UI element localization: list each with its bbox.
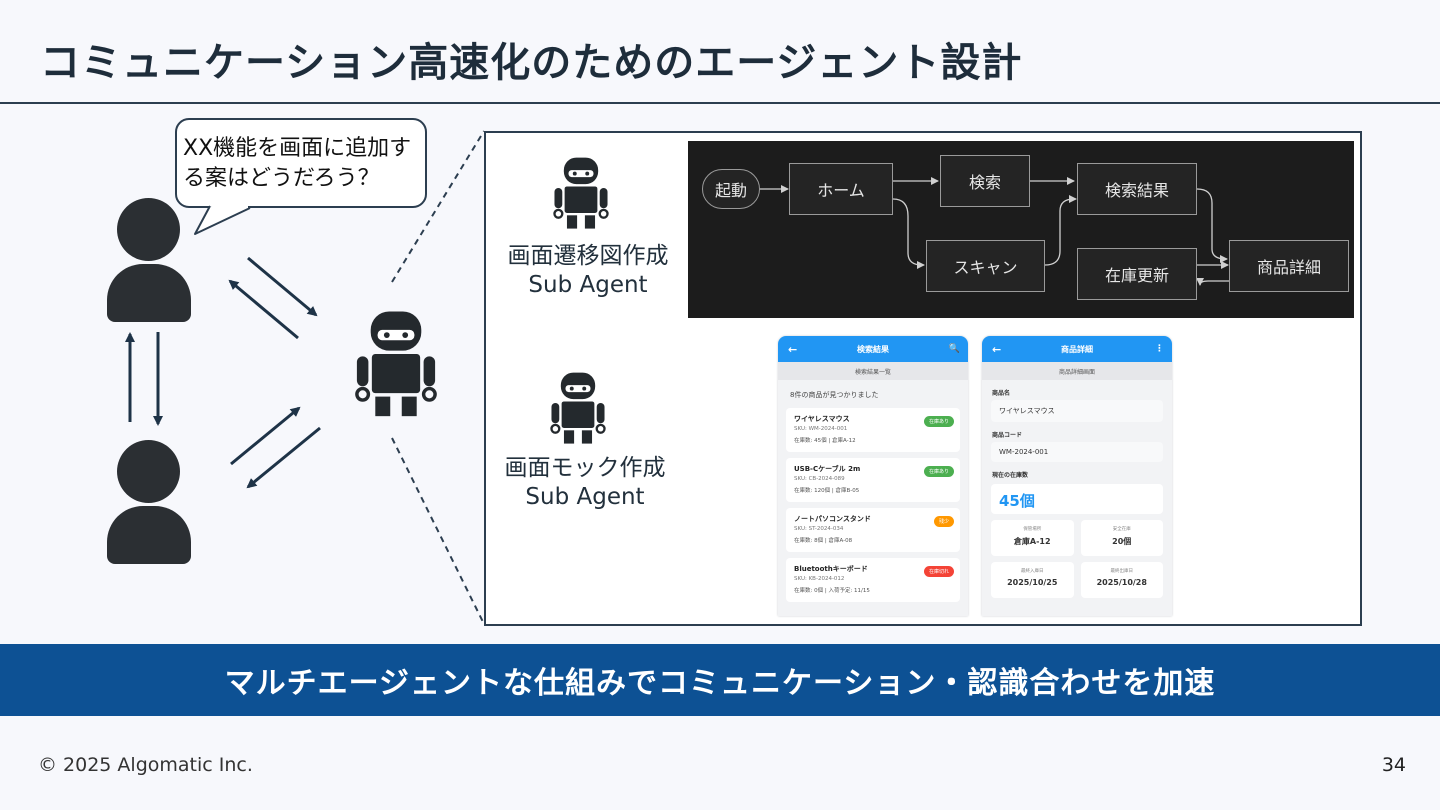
dashed-line [392, 438, 484, 624]
sub-agent-robot-icon [551, 373, 604, 444]
status-badge: 残少 [934, 516, 954, 527]
flow-node-detail: 商品詳細 [1229, 240, 1349, 292]
field-label: 現在の在庫数 [982, 462, 1172, 482]
mock-subtitle: 商品詳細画面 [982, 362, 1172, 380]
back-arrow-icon: ← [788, 343, 797, 356]
sub-agent-label: 画面モック作成 Sub Agent [500, 454, 670, 512]
back-arrow-icon: ← [992, 343, 1001, 356]
field-label: 商品コード [982, 422, 1172, 442]
flow-node-start: 起動 [702, 169, 760, 209]
flow-node-search: 検索 [940, 155, 1030, 207]
flow-node-stock-update: 在庫更新 [1077, 248, 1197, 300]
main-agent-robot-icon [357, 312, 435, 417]
agent-role: Sub Agent [500, 483, 670, 512]
info-cell: 安全在庫 20個 [1081, 520, 1164, 556]
dashed-line [392, 131, 484, 282]
mock-screen-title: 商品詳細 [1061, 344, 1093, 355]
flow-node-home: ホーム [789, 163, 893, 215]
list-item: Bluetoothキーボード SKU: KB-2024-012 在庫数: 0個 … [786, 558, 960, 602]
mock-product-detail-screen: ← 商品詳細 ⋮ 商品詳細画面 商品名 ワイヤレスマウス 商品コード WM-20… [982, 336, 1172, 616]
list-item: USB-Cケーブル 2m SKU: CB-2024-089 在庫数: 120個 … [786, 458, 960, 502]
mock-result-count: 8件の商品が見つかりました [778, 380, 968, 404]
mock-search-results-screen: ← 検索結果 🔍 検索結果一覧 8件の商品が見つかりました ワイヤレスマウス S… [778, 336, 968, 616]
agent-name: 画面遷移図作成 [503, 242, 673, 271]
stock-count: 45個 [991, 484, 1163, 514]
arrow-from-agent [248, 428, 320, 487]
status-badge: 在庫切れ [924, 566, 954, 577]
page-number: 34 [1382, 754, 1406, 776]
field-value: WM-2024-001 [991, 442, 1163, 462]
sub-agent-label: 画面遷移図作成 Sub Agent [503, 242, 673, 300]
more-icon: ⋮ [1155, 344, 1164, 354]
mock-app-bar: ← 商品詳細 ⋮ [982, 336, 1172, 362]
field-value: ワイヤレスマウス [991, 400, 1163, 422]
sub-agent-robot-icon [554, 158, 607, 229]
flow-node-scan: スキャン [926, 240, 1045, 292]
screen-transition-diagram: 起動 ホーム 検索 スキャン 検索結果 在庫更新 商品詳細 [688, 141, 1354, 318]
info-cell: 保管場所 倉庫A-12 [991, 520, 1074, 556]
status-badge: 在庫あり [924, 416, 954, 427]
bubble-tail [195, 206, 250, 234]
mock-subtitle: 検索結果一覧 [778, 362, 968, 380]
info-cell: 最終出庫日 2025/10/28 [1081, 562, 1164, 598]
arrow-to-agent [231, 408, 299, 464]
agent-role: Sub Agent [503, 271, 673, 300]
mock-screen-title: 検索結果 [857, 344, 889, 355]
summary-banner: マルチエージェントな仕組みでコミュニケーション・認識合わせを加速 [0, 644, 1440, 716]
copyright: © 2025 Algomatic Inc. [38, 754, 253, 776]
search-icon: 🔍 [949, 344, 960, 354]
info-cell: 最終入庫日 2025/10/25 [991, 562, 1074, 598]
list-item: ノートパソコンスタンド SKU: ST-2024-034 在庫数: 8個 | 倉… [786, 508, 960, 552]
field-label: 商品名 [982, 380, 1172, 400]
mock-app-bar: ← 検索結果 🔍 [778, 336, 968, 362]
list-item: ワイヤレスマウス SKU: WM-2024-001 在庫数: 45個 | 倉庫A… [786, 408, 960, 452]
status-badge: 在庫あり [924, 466, 954, 477]
flow-node-results: 検索結果 [1077, 163, 1197, 215]
agent-name: 画面モック作成 [500, 454, 670, 483]
